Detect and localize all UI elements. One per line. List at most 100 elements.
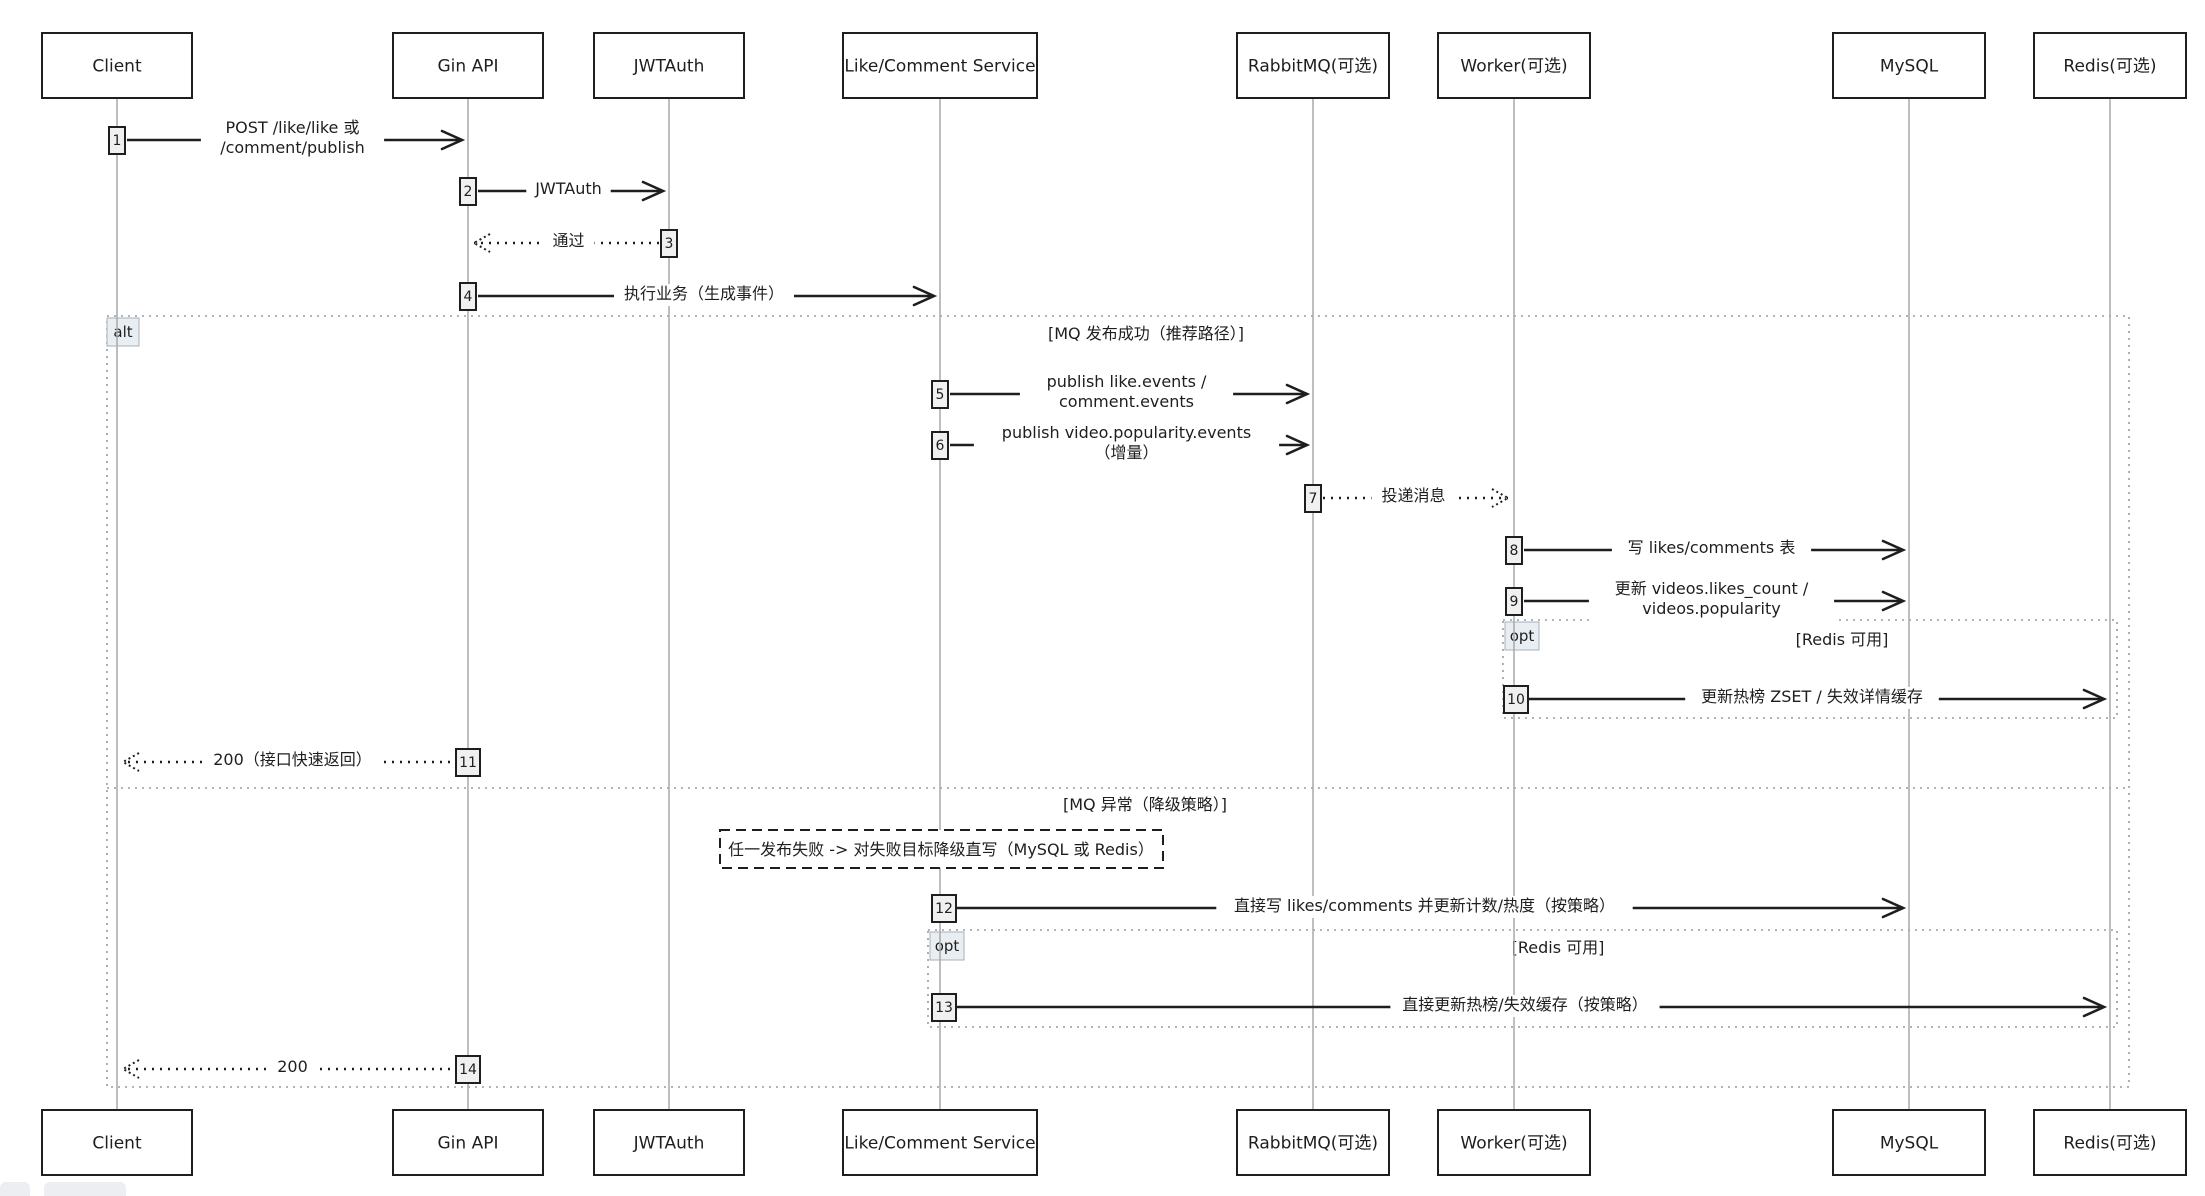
message-label: videos.popularity xyxy=(1642,599,1780,618)
participant-label: MySQL xyxy=(1880,57,1939,77)
participant-mysql-bottom[interactable]: MySQL xyxy=(1832,1109,1986,1176)
participant-label: JWTAuth xyxy=(633,1134,705,1154)
participant-label: Client xyxy=(92,57,142,77)
open-arrowhead xyxy=(120,1059,140,1079)
step-number: 10 xyxy=(1507,692,1525,708)
arrowhead xyxy=(1285,434,1311,456)
arrowhead xyxy=(1881,539,1907,561)
message-label: comment.events xyxy=(1059,392,1194,411)
participant-gin-bottom[interactable]: Gin API xyxy=(392,1109,544,1176)
arrowhead xyxy=(440,129,466,151)
participant-label: Worker(可选) xyxy=(1460,1134,1567,1154)
alt-tag: alt xyxy=(106,317,140,347)
participant-jwt-bottom[interactable]: JWTAuth xyxy=(593,1109,745,1176)
bottom-tabs xyxy=(0,1182,140,1196)
participant-mq-top[interactable]: RabbitMQ(可选) xyxy=(1236,32,1390,99)
step-number: 13 xyxy=(935,1000,953,1016)
alt-condition-fallback: [MQ 异常（降级策略）] xyxy=(1063,795,1227,814)
message-9: 更新 videos.likes_count /videos.popularity… xyxy=(1505,579,1907,621)
participant-jwt-top[interactable]: JWTAuth xyxy=(593,32,745,99)
alt-condition-success: [MQ 发布成功（推荐路径）] xyxy=(1048,324,1244,343)
step-number: 5 xyxy=(936,387,945,403)
tab-chip-1[interactable] xyxy=(0,1182,30,1196)
message-label: POST /like/like 或 xyxy=(226,118,360,137)
open-arrowhead xyxy=(471,233,491,253)
fallback-note: 任一发布失败 -> 对失败目标降级直写（MySQL 或 Redis） xyxy=(719,829,1164,869)
step-number: 9 xyxy=(1510,594,1519,610)
message-label: （增量） xyxy=(1094,443,1158,462)
participant-mysql-top[interactable]: MySQL xyxy=(1832,32,1986,99)
message-12: 直接写 likes/comments 并更新计数/热度（按策略）12 xyxy=(931,894,1907,923)
participant-label: Like/Comment Service xyxy=(844,57,1035,77)
step-number: 1 xyxy=(113,133,122,149)
participant-svc-top[interactable]: Like/Comment Service xyxy=(842,32,1038,99)
participant-label: RabbitMQ(可选) xyxy=(1248,57,1378,77)
arrowhead xyxy=(912,285,938,307)
arrowhead xyxy=(1881,897,1907,919)
step-number-box xyxy=(931,993,957,1022)
participant-gin-top[interactable]: Gin API xyxy=(392,32,544,99)
participant-redis-top[interactable]: Redis(可选) xyxy=(2033,32,2187,99)
message-14: 200 14 xyxy=(120,1055,481,1084)
step-number-box xyxy=(660,229,678,258)
opt-tag-1-label: opt xyxy=(1510,627,1535,645)
participant-worker-bottom[interactable]: Worker(可选) xyxy=(1437,1109,1591,1176)
participant-client-bottom[interactable]: Client xyxy=(41,1109,193,1176)
participant-label: Redis(可选) xyxy=(2063,57,2156,77)
open-arrowhead xyxy=(120,752,140,772)
message-label: 直接写 likes/comments 并更新计数/热度（按策略） xyxy=(1234,896,1615,915)
message-label: 200（接口快速返回） xyxy=(213,750,372,769)
participant-label: Gin API xyxy=(438,1134,499,1154)
participant-label: Redis(可选) xyxy=(2063,1134,2156,1154)
message-label: 更新 videos.likes_count / xyxy=(1615,579,1809,599)
opt-condition-2: [Redis 可用] xyxy=(1512,938,1605,957)
opt-tag-1: opt xyxy=(1504,621,1540,651)
step-number: 4 xyxy=(464,289,473,305)
message-13: 直接更新热榜/失效缓存（按策略）13 xyxy=(931,993,2108,1022)
message-label: 投递消息 xyxy=(1381,486,1445,505)
step-number-box xyxy=(455,748,481,777)
alt-tag-label: alt xyxy=(113,323,132,341)
participant-label: Like/Comment Service xyxy=(844,1134,1035,1154)
step-number-box xyxy=(931,894,957,923)
participant-svc-bottom[interactable]: Like/Comment Service xyxy=(842,1109,1038,1176)
step-number-box xyxy=(1503,685,1529,714)
message-label: 写 likes/comments 表 xyxy=(1628,538,1796,557)
message-4: 执行业务（生成事件）4 xyxy=(459,282,938,311)
participant-worker-top[interactable]: Worker(可选) xyxy=(1437,32,1591,99)
arrowhead xyxy=(641,180,667,202)
message-5: publish like.events /comment.events 5 xyxy=(931,372,1311,414)
participant-label: Worker(可选) xyxy=(1460,57,1567,77)
opt-condition-1: [Redis 可用] xyxy=(1796,630,1889,649)
tab-chip-2[interactable] xyxy=(44,1182,126,1196)
step-number: 8 xyxy=(1510,543,1519,559)
step-number: 3 xyxy=(665,236,674,252)
participant-mq-bottom[interactable]: RabbitMQ(可选) xyxy=(1236,1109,1390,1176)
participant-label: JWTAuth xyxy=(633,57,705,77)
message-label: publish like.events / xyxy=(1047,372,1207,391)
message-6: publish video.popularity.events（增量）6 xyxy=(931,423,1311,465)
message-label: 200 xyxy=(277,1057,308,1076)
opt-tag-2-label: opt xyxy=(935,937,960,955)
participant-label: Gin API xyxy=(438,57,499,77)
arrowhead xyxy=(1881,590,1907,612)
participant-label: RabbitMQ(可选) xyxy=(1248,1134,1378,1154)
message-3: 通过 3 xyxy=(471,229,678,258)
fallback-note-text: 任一发布失败 -> 对失败目标降级直写（MySQL 或 Redis） xyxy=(728,840,1154,859)
opt-tag-2: opt xyxy=(929,931,965,961)
message-label: 通过 xyxy=(552,231,584,250)
participant-label: Client xyxy=(92,1134,142,1154)
participant-client-top[interactable]: Client xyxy=(41,32,193,99)
step-number-box xyxy=(931,431,949,460)
step-number-box xyxy=(108,126,126,155)
message-8: 写 likes/comments 表 8 xyxy=(1505,536,1907,565)
participant-label: MySQL xyxy=(1880,1134,1939,1154)
participant-redis-bottom[interactable]: Redis(可选) xyxy=(2033,1109,2187,1176)
step-number: 14 xyxy=(459,1062,477,1078)
message-11: 200（接口快速返回）11 xyxy=(120,748,481,777)
message-label: publish video.popularity.events xyxy=(1002,423,1251,442)
